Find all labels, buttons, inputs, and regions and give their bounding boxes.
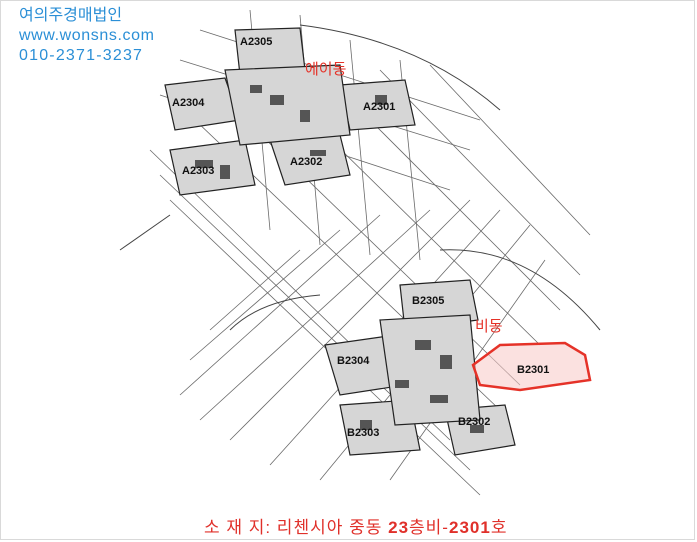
unit-label-a2305: A2305	[240, 36, 272, 48]
building-b-details	[360, 340, 484, 433]
building-a-label: 에이동	[305, 61, 347, 78]
unit-labels-b: B2305 B2304 B2301 B2302 B2303	[337, 295, 549, 439]
caption-text-mid: 층비-	[409, 518, 449, 537]
unit-label-b2301: B2301	[517, 364, 549, 376]
caption-floor: 23	[388, 518, 410, 537]
building-b-label: 비동	[475, 318, 503, 335]
building-b-units	[324, 279, 516, 456]
unit-label-b2302: B2302	[458, 416, 490, 428]
brand-block: 여의주경매법인 www.wonsns.com 010-2371-3237	[19, 6, 155, 66]
caption-text-before: 소 재 지: 리첸시아 중동	[204, 518, 389, 537]
caption-text-after: 호	[490, 518, 508, 537]
building-a-details	[195, 85, 387, 179]
floor-plan-drawing: A2305 A2304 A2301 A2302 A2303 B2305 B230…	[119, 9, 601, 496]
unit-label-a2302: A2302	[290, 156, 322, 168]
unit-label-b2303: B2303	[347, 427, 379, 439]
company-name: 여의주경매법인	[19, 7, 123, 24]
website-link[interactable]: www.wonsns.com	[19, 27, 155, 44]
highlighted-unit-b2301	[471, 341, 592, 392]
unit-label-b2305: B2305	[412, 295, 444, 307]
phone-number: 010-2371-3237	[19, 47, 144, 64]
boundary-arcs	[119, 24, 601, 331]
unit-label-a2304: A2304	[172, 97, 205, 109]
unit-label-b2304: B2304	[337, 355, 370, 367]
property-address-caption: 소 재 지: 리첸시아 중동 23층비-2301호	[204, 513, 507, 538]
unit-label-a2303: A2303	[182, 165, 214, 177]
unit-label-a2301: A2301	[363, 101, 395, 113]
caption-unit: 2301	[448, 518, 491, 537]
unit-labels-a: A2305 A2304 A2301 A2302 A2303	[172, 36, 395, 177]
